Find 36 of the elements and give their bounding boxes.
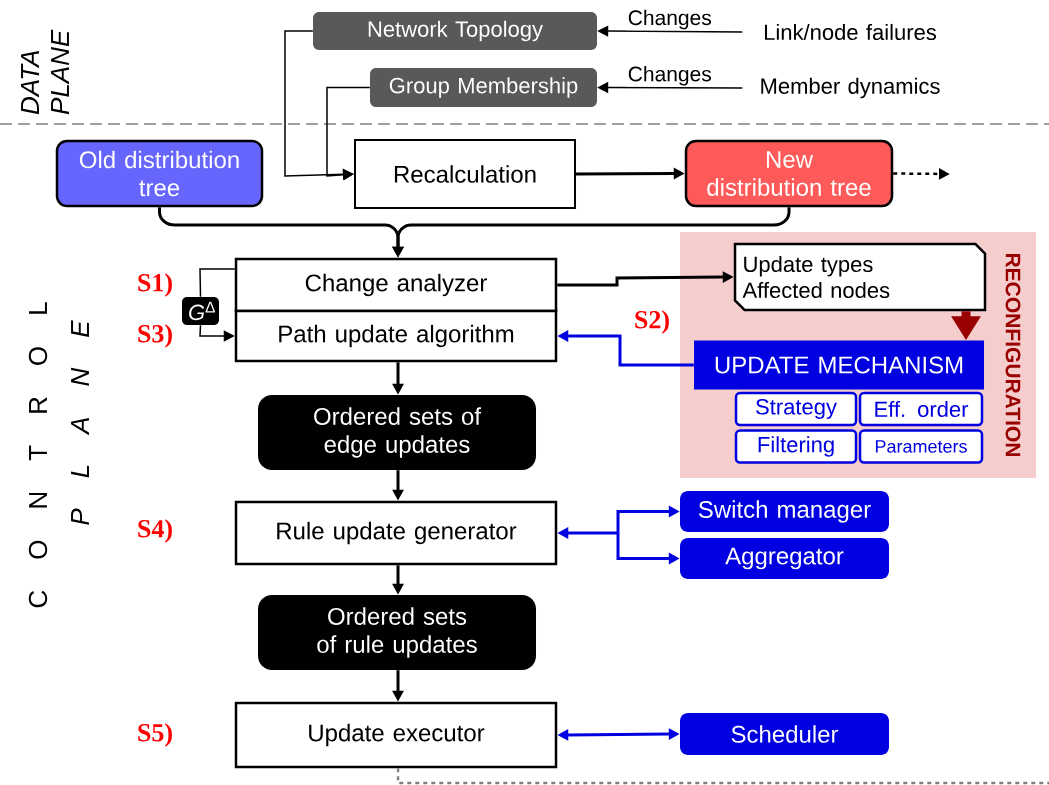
- plane-label: P L A N E: [71, 320, 89, 525]
- node-label: UPDATE MECHANISM: [715, 356, 963, 374]
- membership-box: Group Membership: [370, 68, 597, 107]
- mechanism-box: UPDATE MECHANISM: [694, 340, 984, 390]
- step-label: S2): [635, 310, 669, 334]
- process-box: Update executor: [234, 701, 558, 769]
- process-box: Change analyzer: [234, 257, 558, 313]
- process-box: Rule update generator: [234, 500, 558, 566]
- info-box: Update types Affected nodes: [733, 242, 987, 312]
- step-label: S1): [138, 273, 172, 297]
- component-box: Scheduler: [680, 713, 889, 755]
- step-label: S3): [138, 324, 172, 348]
- source-text: Link/node failures: [765, 23, 936, 41]
- connector: [199, 268, 236, 298]
- source-text: Member dynamics: [761, 77, 940, 99]
- step-label: S4): [138, 519, 172, 543]
- option-box: Parameters: [858, 429, 984, 464]
- edge-label: Changes: [626, 8, 713, 31]
- tree-box: Old distribution tree: [55, 139, 264, 208]
- data-box: Ordered sets of edge updates: [258, 395, 536, 470]
- option-box: Eff. order: [858, 391, 984, 427]
- component-box: Aggregator: [680, 538, 889, 579]
- step-label: S5): [138, 723, 172, 747]
- delta-badge: G$^{Δ}$: [182, 297, 219, 325]
- option-box: Strategy: [734, 391, 858, 427]
- connector: [396, 768, 1049, 785]
- plane-label: C O N T R O L: [28, 302, 48, 608]
- edge-label: Changes: [626, 65, 713, 87]
- option-box: Filtering: [734, 429, 858, 464]
- process-box: Path update algorithm: [234, 309, 558, 363]
- component-box: Switch manager: [680, 491, 889, 532]
- tree-box: New distribution tree: [684, 139, 894, 208]
- plane-label: DATA PLANE: [21, 29, 69, 115]
- process-box: Recalculation: [354, 139, 576, 209]
- data-box: Ordered sets of rule updates: [258, 595, 536, 670]
- topology-box: Network Topology: [313, 12, 597, 50]
